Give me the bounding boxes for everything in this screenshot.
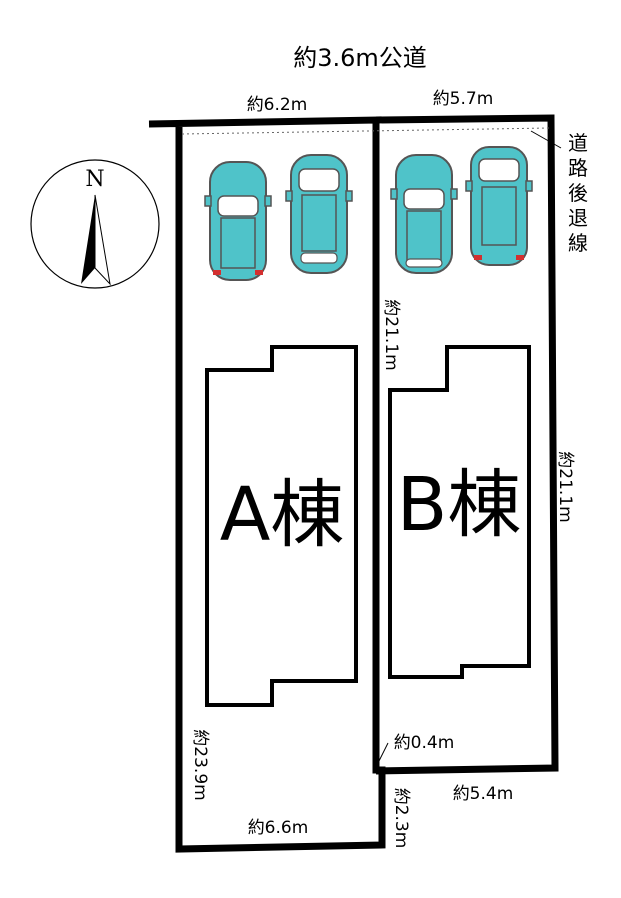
- lot-b-right-depth: 約21.1m: [555, 451, 575, 522]
- car-taillight: [255, 270, 263, 275]
- road-setback-line: [181, 127, 550, 135]
- lot-b-front-width: 約5.7m: [433, 89, 494, 109]
- lot-a-front-width: 約6.2m: [247, 95, 308, 115]
- car-mirror: [345, 190, 353, 202]
- car-icon: [390, 154, 458, 274]
- house-b-label: B棟: [397, 462, 522, 548]
- car-rear-window: [405, 258, 443, 268]
- lot-a-rear-width: 約6.6m: [248, 818, 309, 838]
- house-a-footprint: [205, 345, 358, 707]
- car-mirror: [465, 180, 473, 192]
- compass-north-label: N: [85, 167, 104, 192]
- house-b-footprint: [388, 345, 531, 679]
- car-taillight: [474, 255, 482, 260]
- north-compass: N: [30, 159, 160, 289]
- step-offset-leader: [377, 742, 389, 764]
- setback-char: 後: [568, 181, 588, 205]
- lot-b-boundary: [375, 114, 559, 775]
- car-taillight: [213, 270, 221, 275]
- lot-b-step-offset: 約0.4m: [394, 733, 455, 753]
- car-mirror: [264, 195, 272, 207]
- setback-char: 線: [568, 231, 588, 255]
- car-windshield: [298, 168, 340, 192]
- lot-b-rear-width: 約5.4m: [453, 784, 514, 804]
- car-icon: [285, 154, 353, 274]
- car-rear-window: [300, 252, 338, 264]
- car-icon: [204, 161, 272, 281]
- north-arrow-highlight: [94, 194, 111, 286]
- house-a-label: A棟: [220, 472, 345, 558]
- car-mirror: [525, 180, 533, 192]
- car-mirror: [450, 188, 458, 200]
- car-windshield: [217, 195, 259, 217]
- car-roof: [481, 186, 517, 246]
- car-windshield: [478, 158, 520, 182]
- lot-a-left-depth: 約23.9m: [190, 729, 210, 800]
- setback-char: 路: [568, 156, 588, 180]
- setback-leader-line: [530, 130, 562, 149]
- car-taillight: [516, 255, 524, 260]
- car-mirror: [285, 190, 293, 202]
- car-roof: [220, 217, 256, 269]
- road-label: 約3.6m公道: [293, 44, 427, 72]
- car-roof: [301, 194, 337, 252]
- car-icon: [465, 146, 533, 266]
- setback-char: 道: [568, 131, 588, 155]
- car-roof: [406, 210, 442, 262]
- car-windshield: [403, 188, 445, 210]
- lot-b-step-depth: 約2.3m: [391, 788, 411, 849]
- car-mirror: [390, 188, 398, 200]
- car-mirror: [204, 195, 212, 207]
- lot-b-shared-depth: 約21.1m: [381, 299, 401, 370]
- setback-label: 道 路 後 退 線: [568, 131, 588, 255]
- setback-char: 退: [568, 206, 588, 230]
